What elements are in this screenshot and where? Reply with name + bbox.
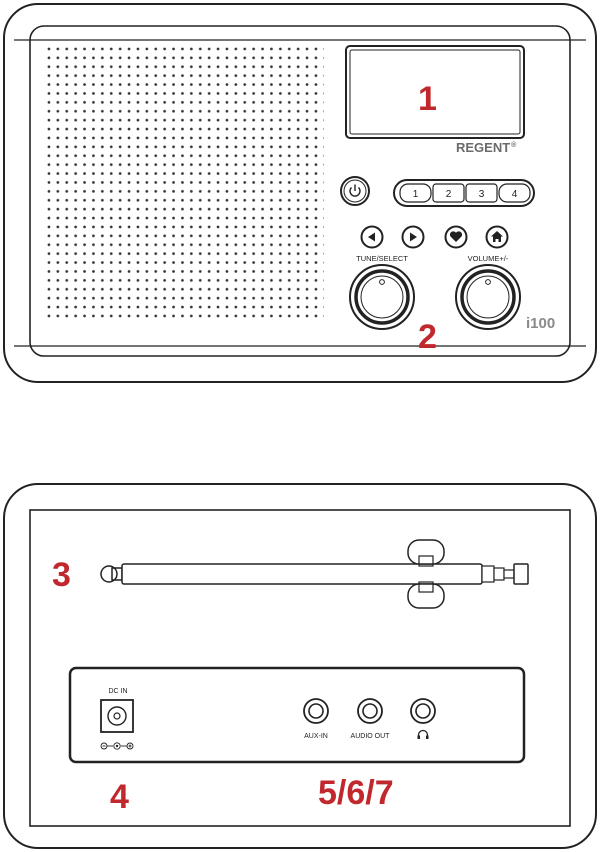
brand-logo: REGENT® (456, 140, 517, 155)
preset-1-label: 1 (413, 189, 419, 200)
callout-ports: 5/6/7 (318, 774, 394, 812)
brand-registered-mark: ® (511, 141, 517, 149)
favorite-button[interactable] (444, 225, 468, 249)
preset-4-label: 4 (512, 189, 518, 200)
headphones-icon (417, 729, 429, 739)
back-view: 3 DC IN AUX-IN (3, 483, 597, 849)
heart-icon (449, 231, 463, 242)
preset-button-2[interactable]: 2 (432, 183, 465, 203)
tune-select-knob[interactable] (349, 264, 415, 330)
back-inner-panel (29, 509, 571, 827)
display-screen (345, 45, 525, 139)
antenna-clip (407, 539, 445, 609)
model-name: i100 (526, 315, 555, 332)
power-icon (349, 184, 361, 197)
prev-button[interactable] (360, 225, 384, 249)
preset-button-3[interactable]: 3 (465, 183, 498, 203)
volume-label: VOLUME+/- (468, 254, 509, 263)
preset-3-label: 3 (479, 189, 485, 200)
preset-button-1[interactable]: 1 (399, 183, 432, 203)
dc-in-jack[interactable] (100, 699, 134, 733)
power-button[interactable] (340, 176, 370, 206)
audio-out-jack[interactable] (357, 698, 383, 724)
next-button[interactable] (401, 225, 425, 249)
aux-in-jack[interactable] (303, 698, 329, 724)
back-outer-casing (3, 483, 597, 849)
right-arrow-icon (410, 232, 417, 242)
callout-display: 1 (418, 80, 437, 118)
preset-2-label: 2 (446, 189, 452, 200)
tune-select-label: TUNE/SELECT (356, 254, 408, 263)
callout-knobs: 2 (418, 318, 437, 356)
tune-knob-indicator (379, 279, 385, 285)
front-inner-panel (29, 25, 571, 357)
polarity-icon (100, 742, 134, 750)
home-button[interactable] (485, 225, 509, 249)
speaker-grille (42, 42, 324, 318)
headphone-jack[interactable] (410, 698, 436, 724)
preset-buttons: 1 2 3 4 (393, 179, 535, 207)
volume-knob-indicator (485, 279, 491, 285)
home-icon (491, 231, 503, 242)
callout-antenna: 3 (52, 556, 71, 594)
volume-knob[interactable] (455, 264, 521, 330)
front-outer-casing (3, 3, 597, 383)
audio-out-label: AUDIO OUT (351, 733, 391, 740)
connector-panel (68, 666, 526, 764)
front-view: 1 REGENT® 1 2 (3, 3, 597, 383)
brand-name: REGENT (456, 140, 510, 155)
preset-button-4[interactable]: 4 (498, 183, 531, 203)
callout-dc-in: 4 (110, 778, 129, 816)
telescopic-antenna (100, 539, 529, 609)
left-arrow-icon (368, 232, 375, 242)
aux-in-label: AUX-IN (304, 733, 328, 740)
dc-in-label: DC IN (108, 688, 127, 695)
